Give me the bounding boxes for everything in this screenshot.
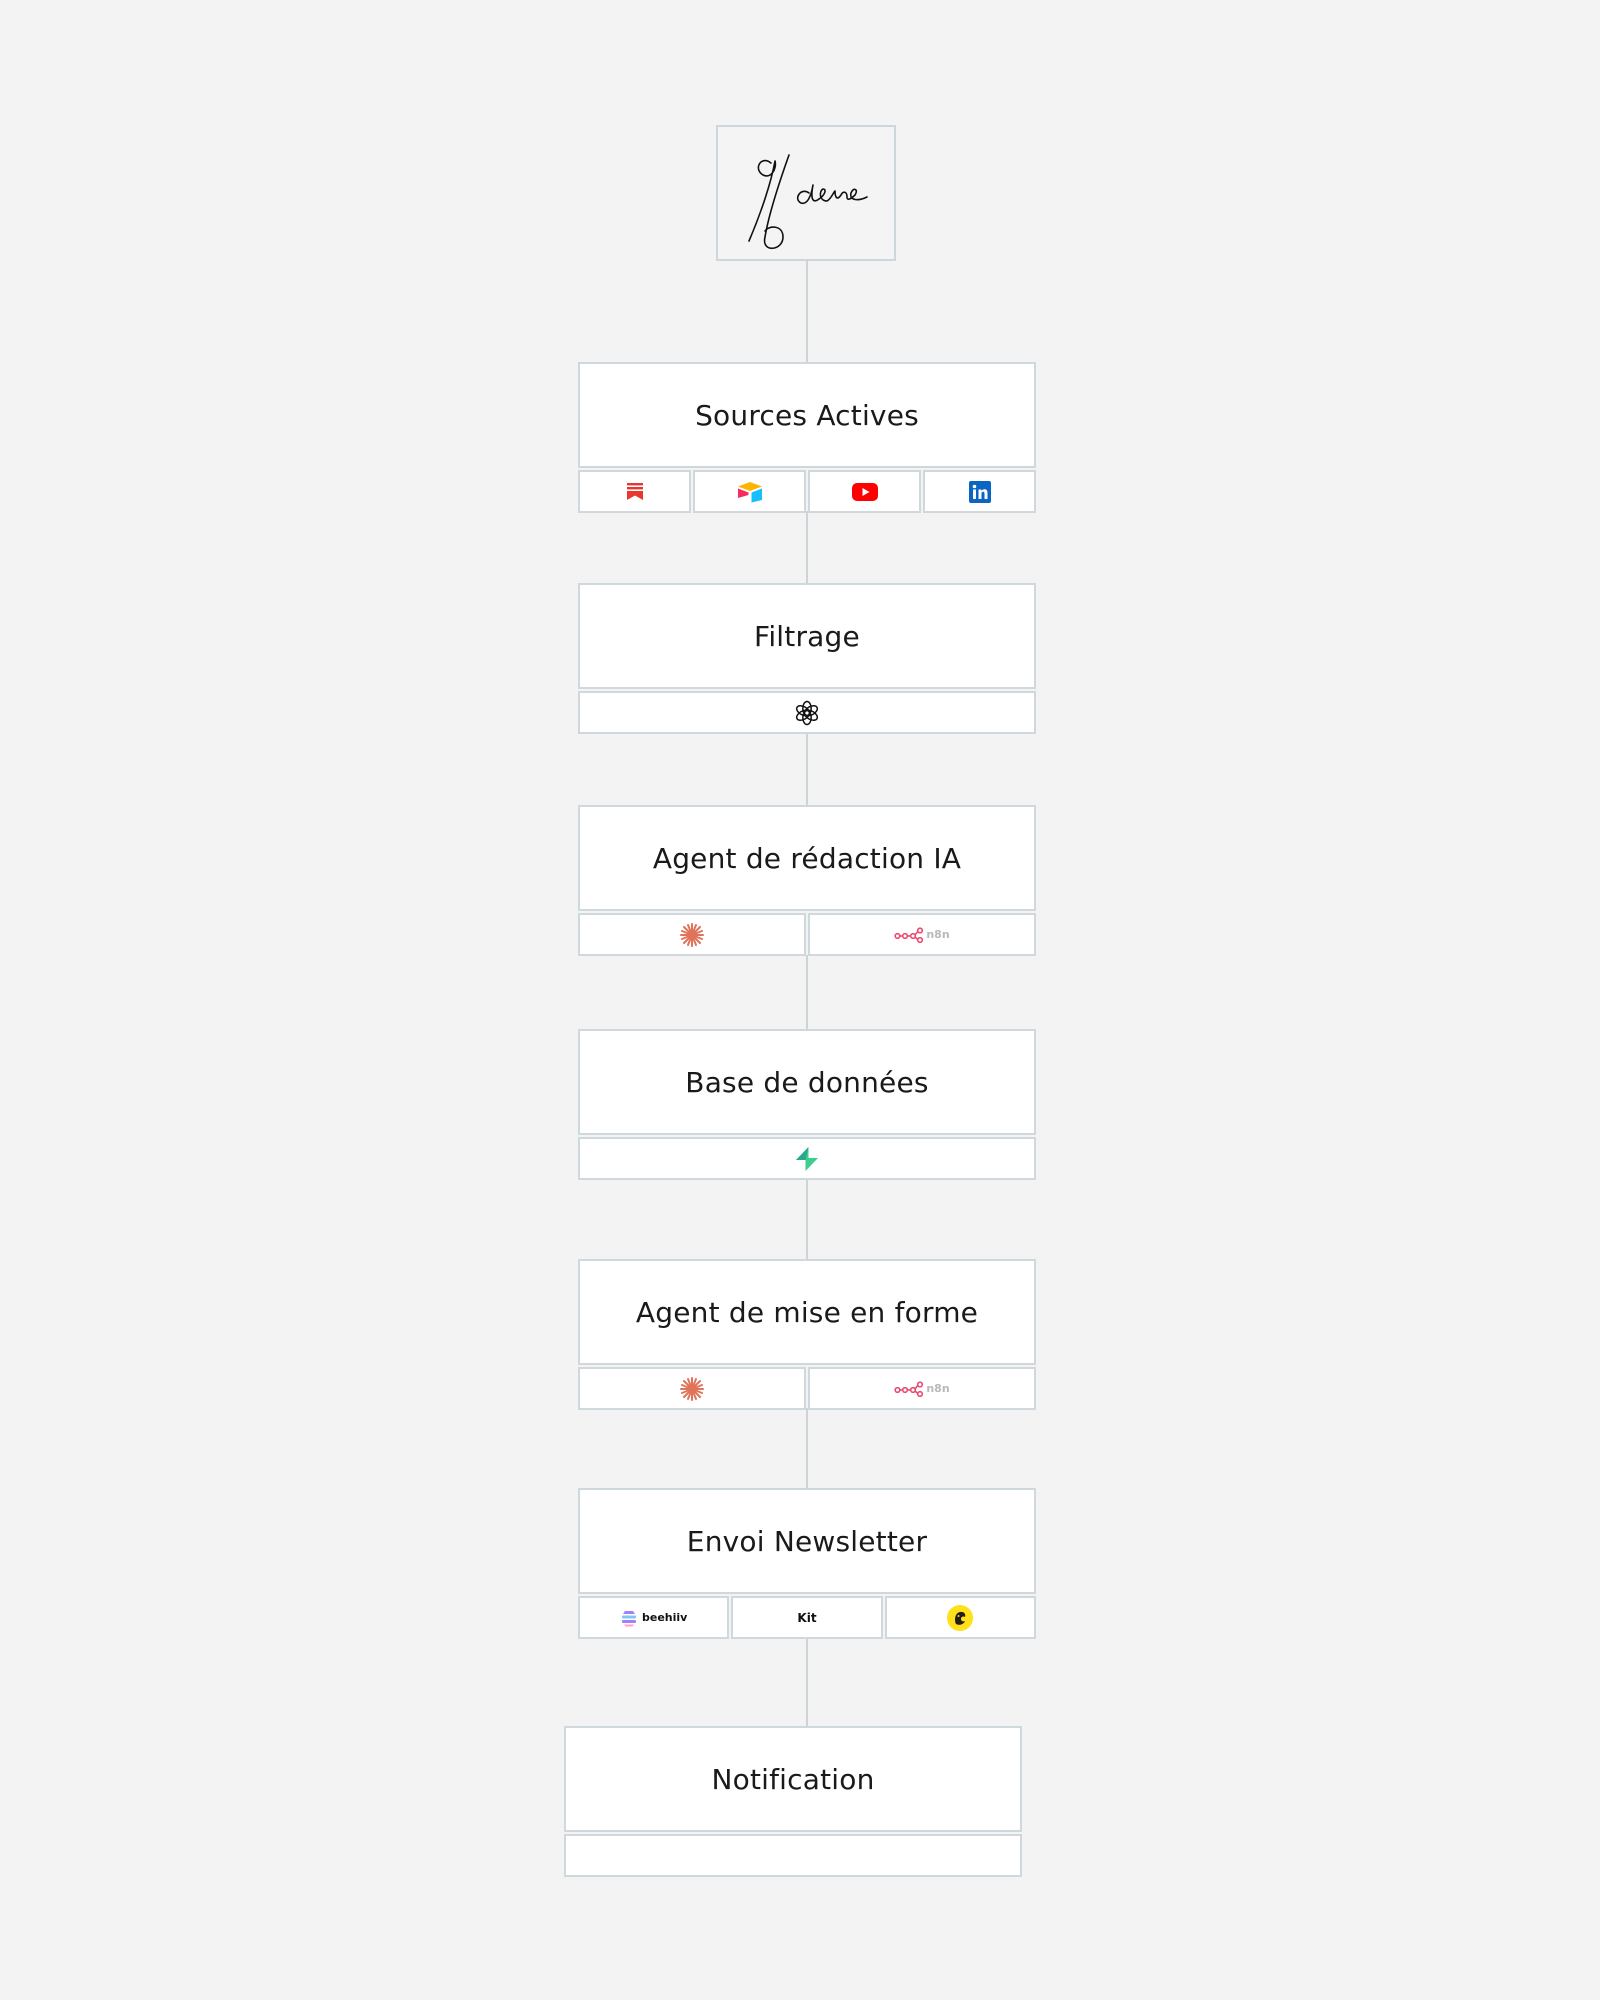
tool-row xyxy=(578,1137,1036,1180)
connector-line xyxy=(806,1178,808,1259)
tool-claude[interactable] xyxy=(578,913,806,956)
airtable-icon xyxy=(737,481,762,502)
beehiiv-icon xyxy=(621,1610,636,1626)
node-title: Filtrage xyxy=(578,583,1036,689)
node-title: Sources Actives xyxy=(578,362,1036,468)
tool-row: beehiiv Kit xyxy=(578,1596,1036,1639)
youtube-icon xyxy=(851,482,878,501)
tool-empty-slot[interactable] xyxy=(564,1834,1022,1877)
mailchimp-icon xyxy=(947,1604,974,1631)
signature-icon xyxy=(748,154,868,250)
node-title: Agent de rédaction IA xyxy=(578,805,1036,911)
tool-mailchimp[interactable] xyxy=(884,1596,1036,1639)
connector-line xyxy=(806,1408,808,1488)
beehiiv-label: beehiiv xyxy=(641,1611,688,1624)
connector-line xyxy=(806,955,808,1029)
workflow-node-mise-en-forme[interactable]: Agent de mise en forme xyxy=(578,1259,1036,1410)
connector-line xyxy=(806,1637,808,1726)
tool-row xyxy=(564,1834,1022,1877)
n8n-label: n8n xyxy=(926,928,950,941)
workflow-node-sources[interactable]: Sources Actives xyxy=(578,362,1036,513)
tool-n8n[interactable]: n8n xyxy=(808,1367,1036,1410)
workflow-node-database[interactable]: Base de données xyxy=(578,1029,1036,1180)
workflow-node-redaction[interactable]: Agent de rédaction IA xyxy=(578,805,1036,956)
tool-substack[interactable] xyxy=(578,470,691,513)
node-title: Agent de mise en forme xyxy=(578,1259,1036,1365)
tool-row xyxy=(578,470,1036,513)
tool-linkedin[interactable] xyxy=(923,470,1036,513)
node-title: Envoi Newsletter xyxy=(578,1488,1036,1594)
tool-beehiiv[interactable]: beehiiv xyxy=(578,1596,730,1639)
claude-icon xyxy=(680,922,704,947)
openai-icon xyxy=(795,700,819,725)
connector-line xyxy=(806,261,808,362)
claude-icon xyxy=(680,1376,704,1401)
supabase-icon xyxy=(796,1146,818,1171)
workflow-node-notification[interactable]: Notification xyxy=(564,1726,1022,1877)
tool-openai[interactable] xyxy=(578,691,1036,734)
linkedin-icon xyxy=(968,480,991,503)
substack-icon xyxy=(626,483,643,500)
tool-n8n[interactable]: n8n xyxy=(808,913,1036,956)
connector-line xyxy=(806,732,808,805)
connector-line xyxy=(806,511,808,583)
tool-claude[interactable] xyxy=(578,1367,806,1410)
n8n-icon xyxy=(894,926,924,943)
workflow-node-newsletter[interactable]: Envoi Newsletter beehiiv Kit xyxy=(578,1488,1036,1639)
kit-label: Kit xyxy=(797,1610,817,1625)
tool-airtable[interactable] xyxy=(693,470,806,513)
tool-row: n8n xyxy=(578,1367,1036,1410)
tool-kit[interactable]: Kit xyxy=(731,1596,883,1639)
n8n-label: n8n xyxy=(926,1382,950,1395)
workflow-node-filtrage[interactable]: Filtrage xyxy=(578,583,1036,734)
n8n-icon xyxy=(894,1380,924,1397)
tool-supabase[interactable] xyxy=(578,1137,1036,1180)
tool-row: n8n xyxy=(578,913,1036,956)
tool-youtube[interactable] xyxy=(808,470,921,513)
node-title: Base de données xyxy=(578,1029,1036,1135)
signature-logo xyxy=(716,125,896,261)
tool-row xyxy=(578,691,1036,734)
node-title: Notification xyxy=(564,1726,1022,1832)
